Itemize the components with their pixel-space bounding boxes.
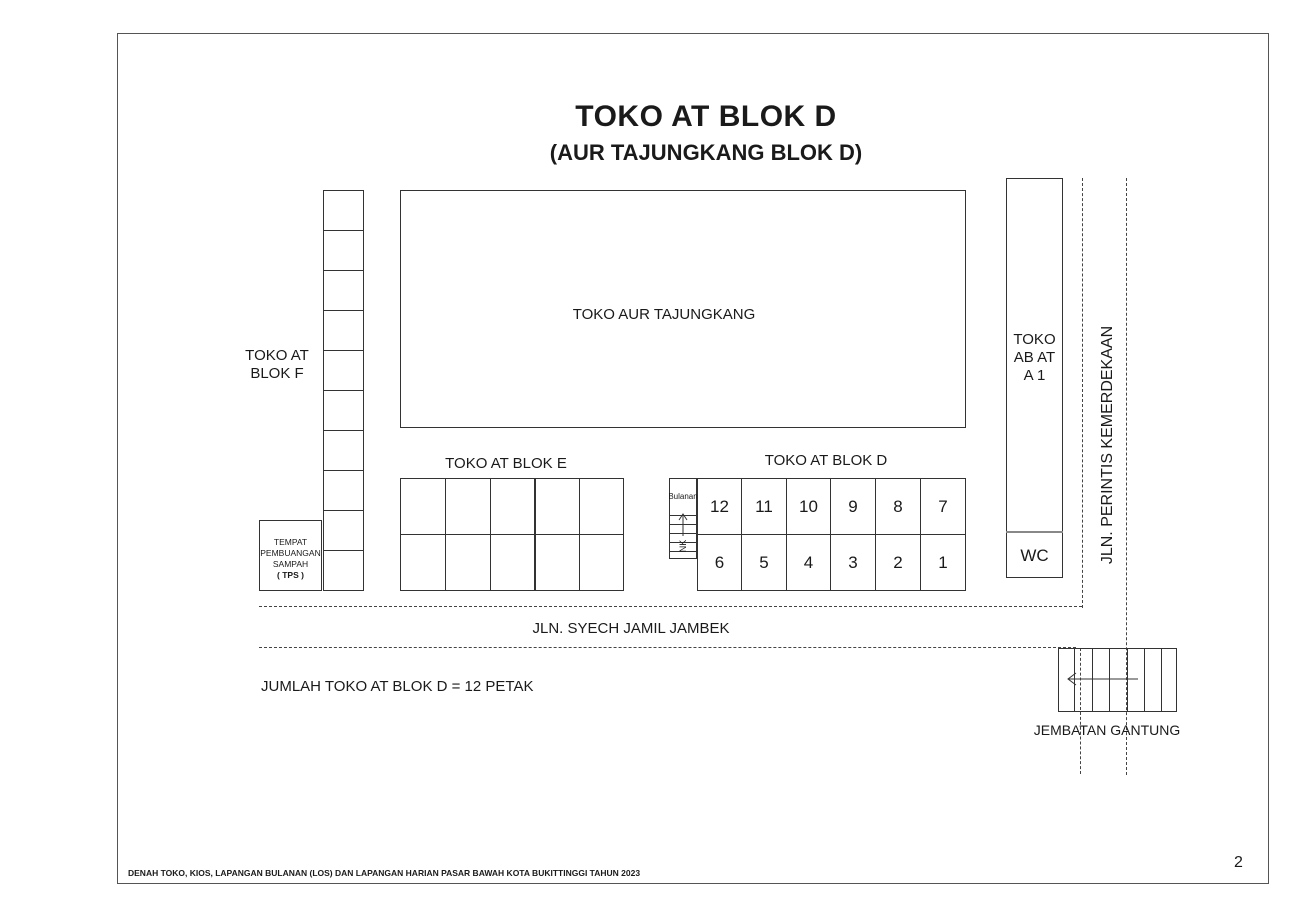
blok-f-cell <box>323 230 364 271</box>
nk-label: NK <box>678 539 688 553</box>
blok-f-cell <box>323 270 364 311</box>
blok-e-cell <box>579 478 624 535</box>
toko-ab-at-block <box>1006 178 1063 578</box>
left-arrow-icon <box>1067 672 1138 686</box>
blok-e-cell <box>400 534 446 591</box>
blok-f-cell <box>323 550 364 591</box>
blok-f-cell <box>323 390 364 431</box>
road-vertical-edge-right <box>1126 178 1127 775</box>
petak-11: 11 <box>741 478 787 535</box>
stair-step <box>669 551 697 552</box>
blok-f-label: TOKO AT BLOK F <box>240 347 314 383</box>
bulanan-label: Bulanan <box>668 492 698 501</box>
blok-e-label: TOKO AT BLOK E <box>445 455 567 472</box>
blok-f-cell <box>323 510 364 551</box>
blok-e-cell <box>579 534 624 591</box>
bridge-plank <box>1074 648 1075 712</box>
wc-divider <box>1006 531 1063 533</box>
page-number: 2 <box>1234 854 1243 871</box>
petak-12: 12 <box>697 478 742 535</box>
map-title: TOKO AT BLOK D <box>575 100 837 133</box>
petak-1: 1 <box>920 534 966 591</box>
bridge-plank <box>1144 648 1145 712</box>
road-horizontal-label: JLN. SYECH JAMIL JAMBEK <box>532 620 730 637</box>
road-edge-lower <box>259 647 1076 648</box>
footer-caption: DENAH TOKO, KIOS, LAPANGAN BULANAN (LOS)… <box>128 868 641 878</box>
toko-aur-tajungkang-label: TOKO AUR TAJUNGKANG <box>572 306 756 323</box>
blok-f-cell <box>323 190 364 231</box>
petak-8: 8 <box>875 478 921 535</box>
tps-label-line1: TEMPAT <box>273 537 308 547</box>
blok-f-cell <box>323 430 364 471</box>
bridge-plank <box>1092 648 1093 712</box>
petak-9: 9 <box>830 478 876 535</box>
page-frame <box>117 33 1269 884</box>
bridge-label: JEMBATAN GANTUNG <box>1033 722 1181 738</box>
tps-label: TEMPAT PEMBUANGAN SAMPAH ( TPS ) <box>259 537 322 581</box>
summary-text: JUMLAH TOKO AT BLOK D = 12 PETAK <box>261 678 534 695</box>
toko-ab-at-label-line1: TOKO <box>1013 331 1056 348</box>
tps-label-line3: SAMPAH <box>272 559 309 569</box>
road-vertical-label: JLN. PERINTIS KEMERDEKAAN <box>1099 325 1116 565</box>
up-arrow-icon <box>678 513 688 536</box>
stairs-outline <box>669 478 697 559</box>
road-vertical-edge-left-upper <box>1082 178 1083 608</box>
blok-d-label: TOKO AT BLOK D <box>764 452 888 469</box>
blok-f-label-line2: BLOK F <box>250 365 304 382</box>
blok-e-cell <box>400 478 446 535</box>
bridge-plank <box>1127 648 1128 712</box>
toko-ab-at-label-line3: A 1 <box>1023 367 1046 384</box>
map-subtitle: (AUR TAJUNGKANG BLOK D) <box>549 140 863 165</box>
petak-4: 4 <box>786 534 831 591</box>
petak-2: 2 <box>875 534 921 591</box>
blok-e-cell <box>445 534 491 591</box>
petak-6: 6 <box>697 534 742 591</box>
bridge-plank <box>1109 648 1110 712</box>
petak-7: 7 <box>920 478 966 535</box>
petak-3: 3 <box>830 534 876 591</box>
blok-f-cell <box>323 310 364 351</box>
blok-e-cell <box>490 478 536 535</box>
blok-f-cell <box>323 350 364 391</box>
petak-10: 10 <box>786 478 831 535</box>
bridge-plank <box>1161 648 1162 712</box>
toko-ab-at-label: TOKO AB AT A 1 <box>1006 331 1063 385</box>
blok-e-cell <box>445 478 491 535</box>
toko-ab-at-label-line2: AB AT <box>1013 349 1056 366</box>
blok-e-cell <box>490 534 536 591</box>
bridge-outline <box>1058 648 1177 712</box>
tps-label-line4: ( TPS ) <box>277 570 304 580</box>
blok-e-cell <box>534 534 580 591</box>
blok-f-cell <box>323 470 364 511</box>
tps-label-line2: PEMBUANGAN <box>260 548 321 558</box>
road-edge-upper <box>259 606 1082 607</box>
toko-aur-tajungkang-block <box>400 190 966 428</box>
wc-label: WC <box>1020 546 1049 565</box>
tps-box <box>259 520 322 591</box>
stair-step <box>669 542 697 543</box>
blok-f-label-line1: TOKO AT <box>245 347 309 364</box>
blok-e-cell <box>534 478 580 535</box>
petak-5: 5 <box>741 534 787 591</box>
